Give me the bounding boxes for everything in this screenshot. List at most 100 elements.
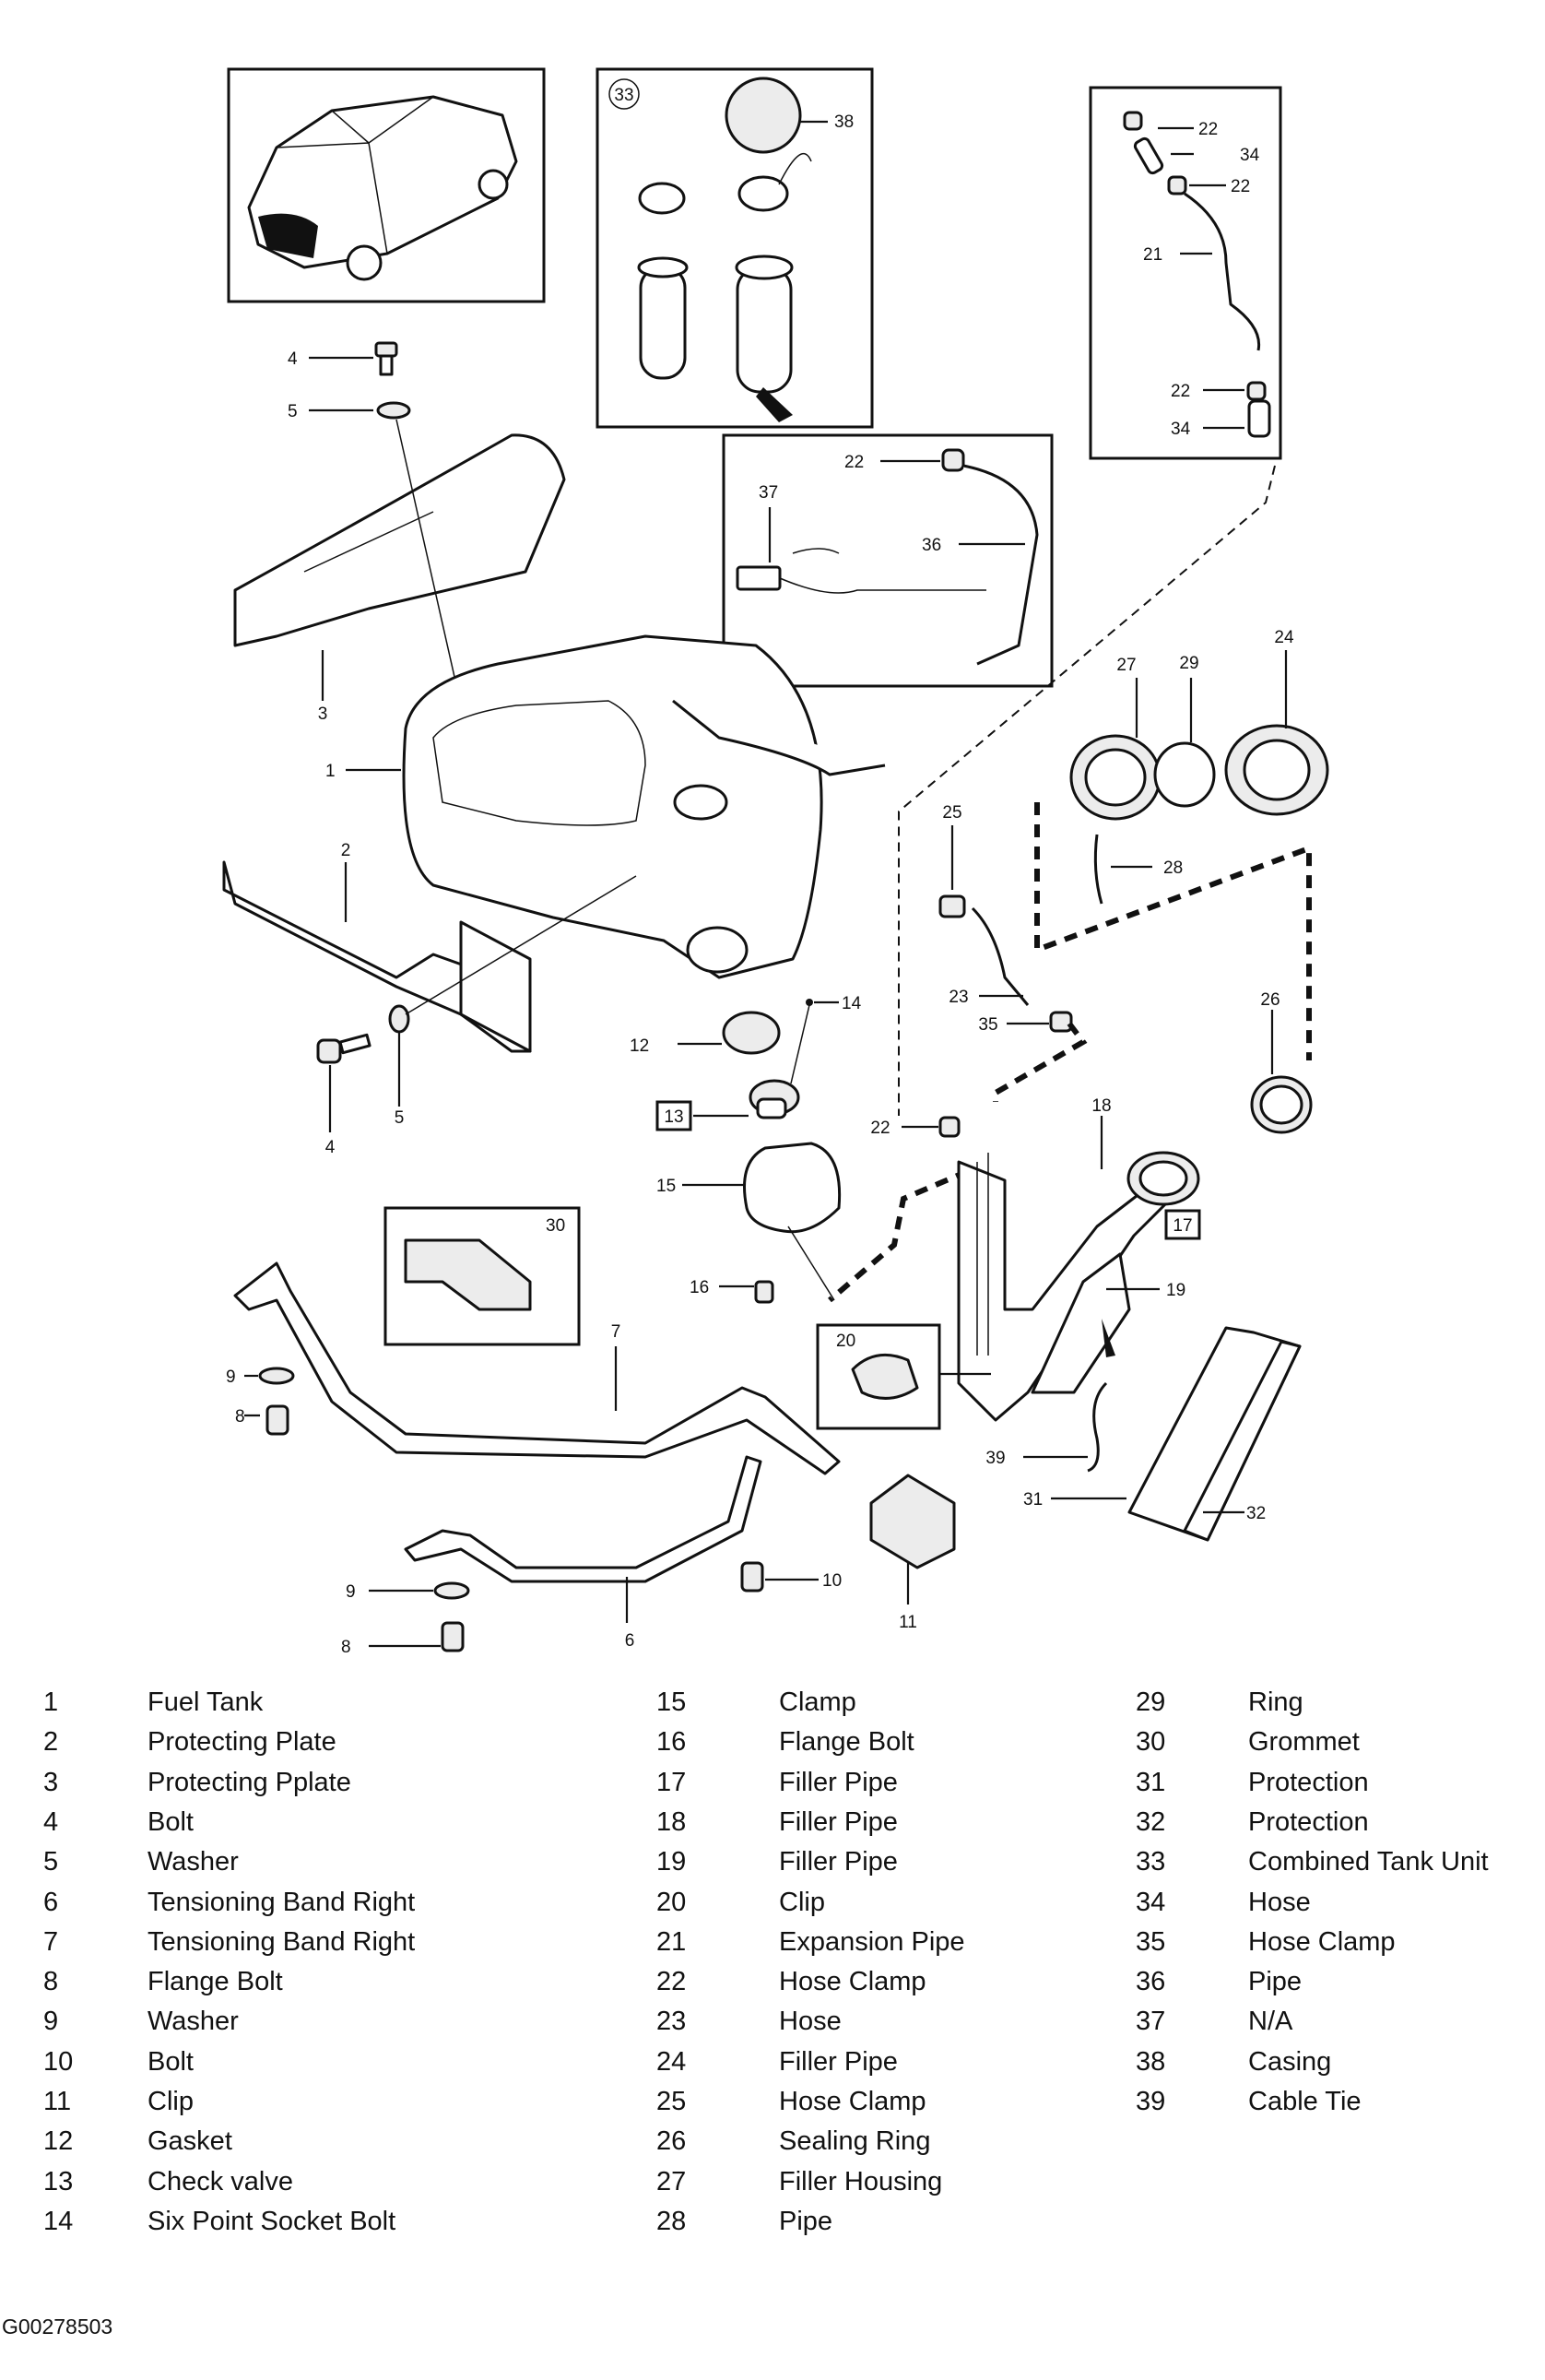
legend-label: Clamp	[779, 1687, 856, 1717]
legend-number: 20	[656, 1887, 687, 1917]
callout-31: 31	[1023, 1490, 1043, 1510]
legend-label: Filler Pipe	[779, 1847, 898, 1877]
legend-number: 1	[43, 1687, 59, 1717]
callout-30: 30	[546, 1216, 565, 1236]
callout-2: 2	[341, 841, 351, 860]
legend-number: 18	[656, 1806, 687, 1837]
legend-label: Sealing Ring	[779, 2126, 931, 2157]
legend-label: Washer	[147, 1847, 239, 1877]
hose-and-clamps: 25 23 35 22	[828, 465, 1276, 1303]
callout-10: 10	[822, 1571, 842, 1591]
legend-label: Six Point Socket Bolt	[147, 2206, 396, 2236]
legend-number: 7	[43, 1926, 59, 1957]
legend-label: Tensioning Band Right	[147, 1926, 416, 1957]
callout-22-pipe: 22	[844, 453, 864, 472]
legend-number: 35	[1136, 1926, 1166, 1957]
callout-20: 20	[836, 1332, 855, 1351]
callout-5-bottom: 5	[395, 1108, 405, 1128]
bolt-4-top: 4 5	[288, 341, 462, 706]
legend-row: 31 Protection	[1136, 1768, 1545, 1807]
callout-1: 1	[325, 762, 336, 781]
expansion-pipe-inset: 22 34 22 21 22 34	[1089, 86, 1282, 460]
callout-9-lower: 9	[346, 1582, 356, 1602]
legend-label: Bolt	[147, 1806, 194, 1837]
legend-label: Cable Tie	[1248, 2087, 1362, 2116]
callout-26: 26	[1260, 990, 1280, 1010]
legend-number: 33	[1136, 1847, 1166, 1877]
callout-23: 23	[949, 988, 968, 1007]
legend-number: 15	[656, 1687, 687, 1717]
legend-row: 33 Combined Tank Unit	[1136, 1847, 1545, 1887]
callout-14: 14	[842, 994, 862, 1013]
tank-unit-inset: 33 38	[596, 67, 874, 429]
legend-row: 7 Tensioning Band Right	[43, 1927, 486, 1967]
legend-label: Hose Clamp	[779, 2087, 926, 2116]
tensioning-band-7: 7 9 8	[226, 1261, 841, 1475]
callout-22-top: 22	[1198, 120, 1218, 139]
legend-label: Expansion Pipe	[779, 1926, 965, 1957]
callout-22-upper: 22	[1231, 177, 1250, 196]
callout-25: 25	[942, 803, 961, 823]
legend-label: Flange Bolt	[147, 1967, 283, 1997]
legend-number: 38	[1136, 2046, 1166, 2077]
legend-row: 9 Washer	[43, 2007, 486, 2046]
legend-number: 21	[656, 1926, 687, 1957]
legend-number: 19	[656, 1847, 687, 1877]
legend-label: Clip	[147, 2087, 194, 2116]
callout-39: 39	[985, 1449, 1005, 1468]
legend-label: Protecting Pplate	[147, 1767, 351, 1797]
legend-label: Check valve	[147, 2166, 293, 2196]
legend-label: Combined Tank Unit	[1248, 1847, 1489, 1877]
legend-label: Bolt	[147, 2046, 194, 2077]
grommet-inset: 30	[383, 1206, 581, 1346]
legend-number: 4	[43, 1806, 59, 1837]
legend-label: Protection	[1248, 1806, 1369, 1837]
callout-9-upper: 9	[226, 1368, 236, 1387]
callout-19: 19	[1166, 1281, 1185, 1300]
legend-number: 39	[1136, 2087, 1166, 2116]
protecting-plate-3: 3	[233, 433, 566, 724]
legend-row: 21 Expansion Pipe	[656, 1927, 1099, 1967]
callout-15: 15	[656, 1177, 676, 1196]
callout-4-top: 4	[288, 349, 298, 369]
callout-34-top: 34	[1240, 146, 1260, 165]
legend-number: 37	[1136, 2007, 1166, 2037]
legend-number: 23	[656, 2007, 687, 2037]
legend-label: Hose	[1248, 1887, 1311, 1917]
filler-pipe-assembly: 18 17 19 39	[957, 1096, 1201, 1473]
legend-label: Gasket	[147, 2126, 232, 2157]
legend-number: 32	[1136, 1806, 1166, 1837]
legend-label: Protection	[1248, 1767, 1369, 1797]
legend-number: 8	[43, 1967, 59, 1997]
callout-5-top: 5	[288, 402, 298, 421]
callout-34-lower: 34	[1171, 420, 1191, 439]
clip-11: 11	[869, 1474, 956, 1632]
clip-inset: 20	[816, 1323, 991, 1430]
legend-number: 31	[1136, 1767, 1166, 1797]
legend-number: 30	[1136, 1727, 1166, 1758]
callout-11: 11	[899, 1613, 917, 1632]
gasket-check-valve-clamp: 12 14 13 15 16	[630, 994, 862, 1304]
callout-8-upper: 8	[235, 1407, 245, 1427]
legend-label: Washer	[147, 2007, 239, 2037]
legend-number: 9	[43, 2007, 59, 2037]
tensioning-band-6: 6 9 8 10	[341, 1455, 842, 1657]
legend-number: 2	[43, 1727, 59, 1758]
callout-12: 12	[630, 1036, 649, 1056]
callout-21: 21	[1143, 245, 1162, 265]
